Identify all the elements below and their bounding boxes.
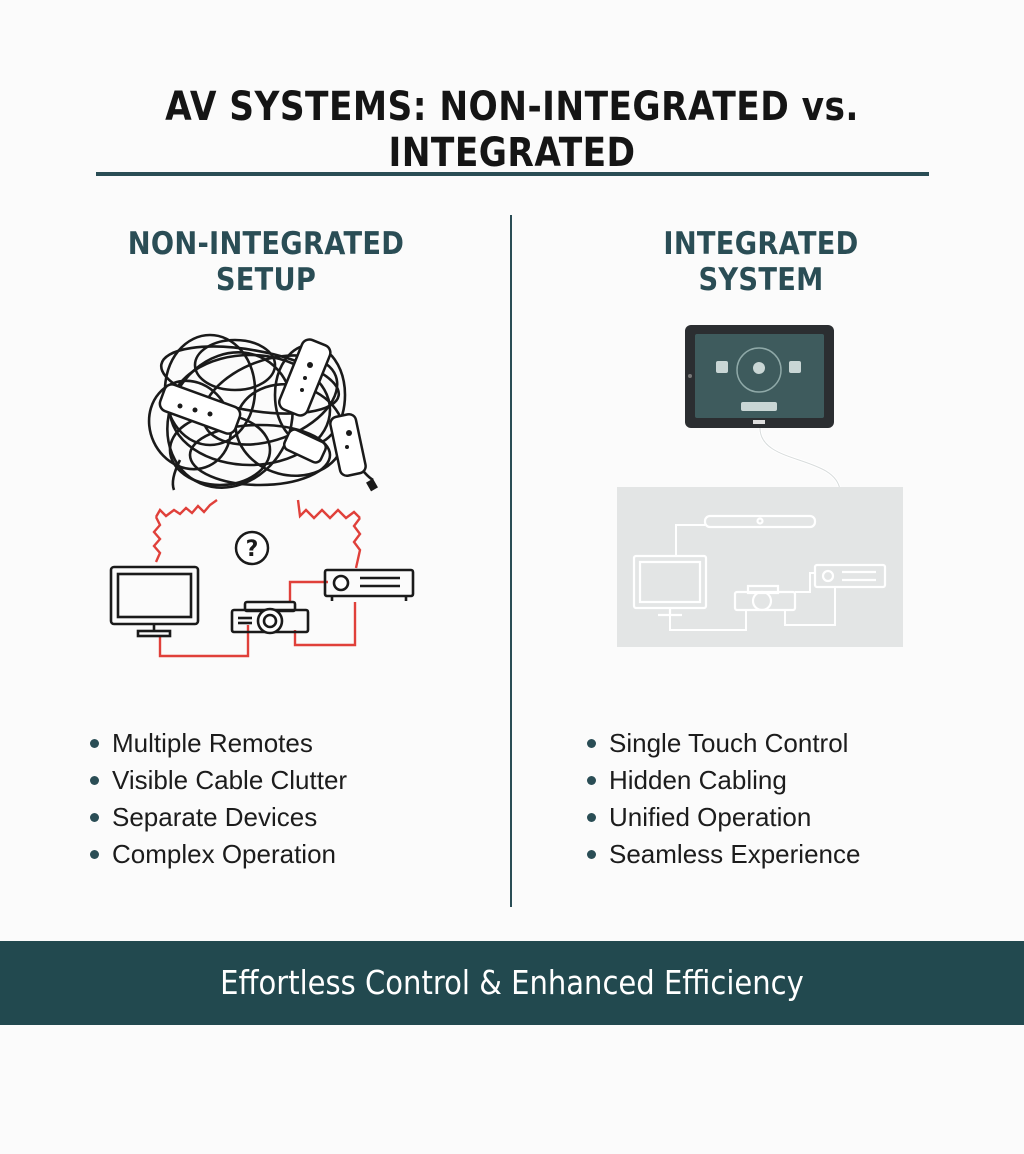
- bullet-dot-icon: [587, 776, 596, 785]
- page-title: AV SYSTEMS: NON-INTEGRATED vs. INTEGRATE…: [165, 84, 859, 176]
- bullet-dot-icon: [90, 739, 99, 748]
- bullet-text: Complex Operation: [112, 839, 336, 869]
- question-mark-icon: ?: [234, 530, 270, 566]
- list-item: Unified Operation: [587, 799, 860, 836]
- bullet-text: Seamless Experience: [609, 839, 861, 869]
- non-integrated-bullet-list: Multiple Remotes Visible Cable Clutter S…: [90, 725, 347, 873]
- list-item: Single Touch Control: [587, 725, 860, 762]
- bullet-text: Visible Cable Clutter: [112, 765, 348, 795]
- bullet-dot-icon: [90, 776, 99, 785]
- hidden-cabling-panel: [617, 487, 903, 647]
- bullet-dot-icon: [90, 850, 99, 859]
- tablet-touch-panel-icon: [685, 325, 834, 428]
- integrated-bullet-list: Single Touch Control Hidden Cabling Unif…: [587, 725, 860, 873]
- projector-icon: [230, 600, 310, 635]
- bullet-text: Single Touch Control: [609, 728, 849, 758]
- non-integrated-illustration: ?: [100, 320, 430, 665]
- bullet-dot-icon: [90, 813, 99, 822]
- integrated-heading: INTEGRATED SYSTEM: [663, 226, 859, 298]
- bullet-text: Hidden Cabling: [609, 765, 787, 795]
- cable-red: [152, 499, 362, 658]
- list-item: Complex Operation: [90, 836, 347, 873]
- bullet-dot-icon: [587, 739, 596, 748]
- projector-icon: [733, 584, 797, 612]
- av-receiver-icon: [323, 568, 415, 601]
- bullet-dot-icon: [587, 813, 596, 822]
- title-rule: [96, 172, 929, 176]
- list-item: Separate Devices: [90, 799, 347, 836]
- monitor-icon: [632, 554, 708, 617]
- bullet-text: Multiple Remotes: [112, 728, 313, 758]
- soundbar-icon: [703, 514, 817, 529]
- bullet-text: Separate Devices: [112, 802, 318, 832]
- bullet-text: Unified Operation: [609, 802, 812, 832]
- list-item: Visible Cable Clutter: [90, 762, 347, 799]
- list-item: Hidden Cabling: [587, 762, 860, 799]
- bullet-dot-icon: [587, 850, 596, 859]
- question-mark: ?: [246, 537, 259, 562]
- list-item: Seamless Experience: [587, 836, 860, 873]
- footer-banner: Effortless Control & Enhanced Efficiency: [0, 941, 1024, 1025]
- column-divider: [510, 215, 512, 907]
- non-integrated-heading: NON-INTEGRATED SETUP: [127, 226, 405, 298]
- footer-banner-text: Effortless Control & Enhanced Efficiency: [220, 963, 804, 1002]
- integrated-illustration: [610, 320, 910, 655]
- monitor-icon: [109, 565, 200, 638]
- list-item: Multiple Remotes: [90, 725, 347, 762]
- av-receiver-icon: [813, 563, 887, 589]
